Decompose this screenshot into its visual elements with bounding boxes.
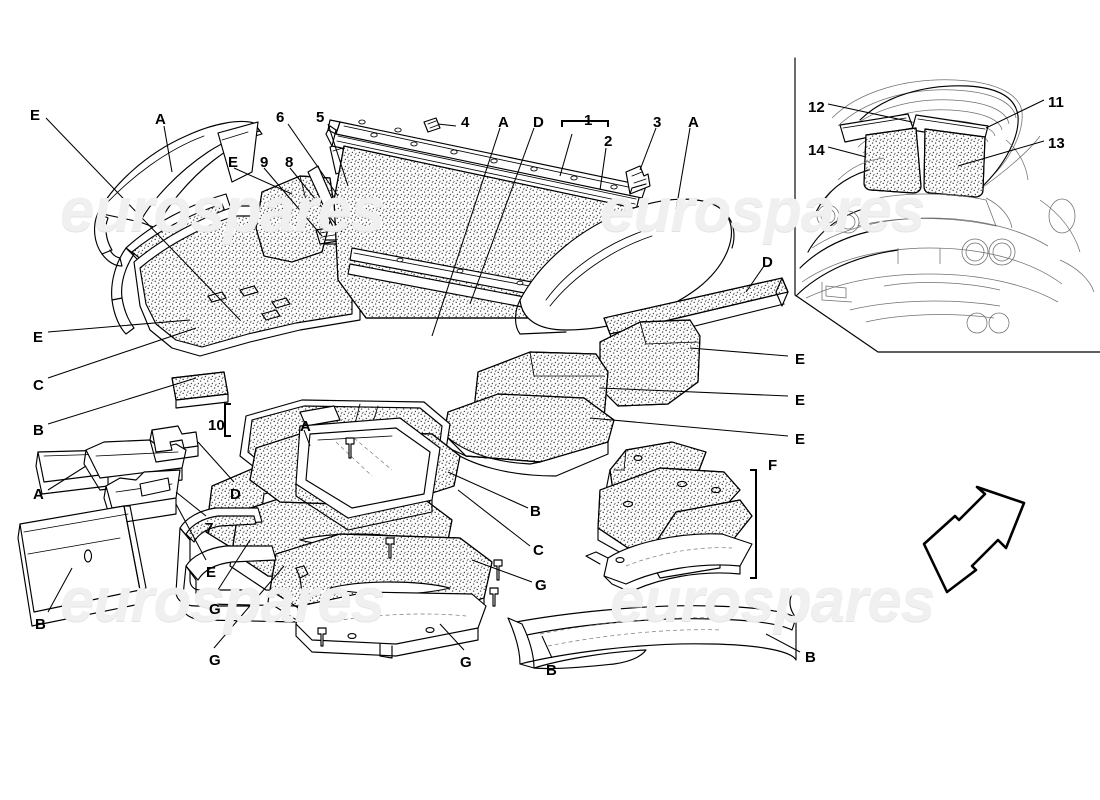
bracket-1 [561,120,609,127]
part-floor-pan-G3 [175,507,263,607]
callout-label-D: D [230,486,241,503]
inset-panel-frame [794,57,1100,353]
callout-label-10: 10 [208,417,225,434]
callout-label-D: D [762,254,773,271]
part-wheel-arch-liner-F4 [585,533,753,593]
part-trunk-lid-trim-A-right [514,198,735,335]
callout-label-2: 2 [604,133,613,150]
callout-label-3: 3 [653,114,662,131]
callout-label-7: 7 [205,520,214,537]
callout-label-6: 6 [276,109,285,126]
part-small-pad-2 [149,425,199,463]
callout-label-E: E [795,431,806,448]
callout-label-4: 4 [461,114,470,131]
callout-label-5: 5 [316,109,325,126]
callout-label-13: 13 [1048,135,1065,152]
callout-label-E: E [795,392,806,409]
callout-label-B: B [33,422,44,439]
callout-label-G: G [535,577,547,594]
callout-label-A: A [300,418,311,435]
part-clip-4 [423,117,441,133]
bracket-F [750,469,757,579]
callout-label-A: A [688,114,699,131]
callout-label-11: 11 [1048,94,1064,111]
inset-vehicle-rear-view [795,79,1095,334]
bracket-10 [224,403,231,437]
callout-label-B: B [546,662,557,679]
part-large-panel-B-left [17,505,147,627]
callout-label-G: G [460,654,472,671]
callout-label-B: B [805,649,816,666]
part-sill-trim-B-bottom-right [507,588,806,670]
callout-label-B: B [530,503,541,520]
callout-leader-lines [45,117,801,659]
callout-label-A: A [155,111,166,128]
inset-leader-lines [827,99,1045,167]
callout-label-B: B [35,616,46,633]
callout-label-E: E [33,329,44,346]
callout-label-9: 9 [260,154,269,171]
callout-label-A: A [33,486,44,503]
part-floor-pan-G6-bottom [295,591,487,659]
callout-label-E: E [795,351,806,368]
part-rear-shelf-trim-A [93,120,263,267]
part-stack-10-center-tray [295,417,441,531]
callout-label-14: 14 [808,142,825,159]
callout-label-C: C [33,377,44,394]
callout-label-8: 8 [285,154,294,171]
callout-label-F: F [768,457,778,474]
part-small-pad-1 [171,371,229,409]
orientation-arrow [922,485,1026,594]
callout-label-G: G [209,652,221,669]
callout-label-E: E [206,564,217,581]
callout-label-E: E [30,107,41,124]
callout-label-G: G [209,601,221,618]
callout-label-E: E [228,154,239,171]
callout-label-1: 1 [584,112,593,129]
callout-label-A: A [498,114,509,131]
callout-label-D: D [533,114,544,131]
part-side-insulation-E3 [443,393,615,477]
callout-label-12: 12 [808,99,825,116]
callout-label-C: C [533,542,544,559]
part-bracket-3 [625,165,651,195]
